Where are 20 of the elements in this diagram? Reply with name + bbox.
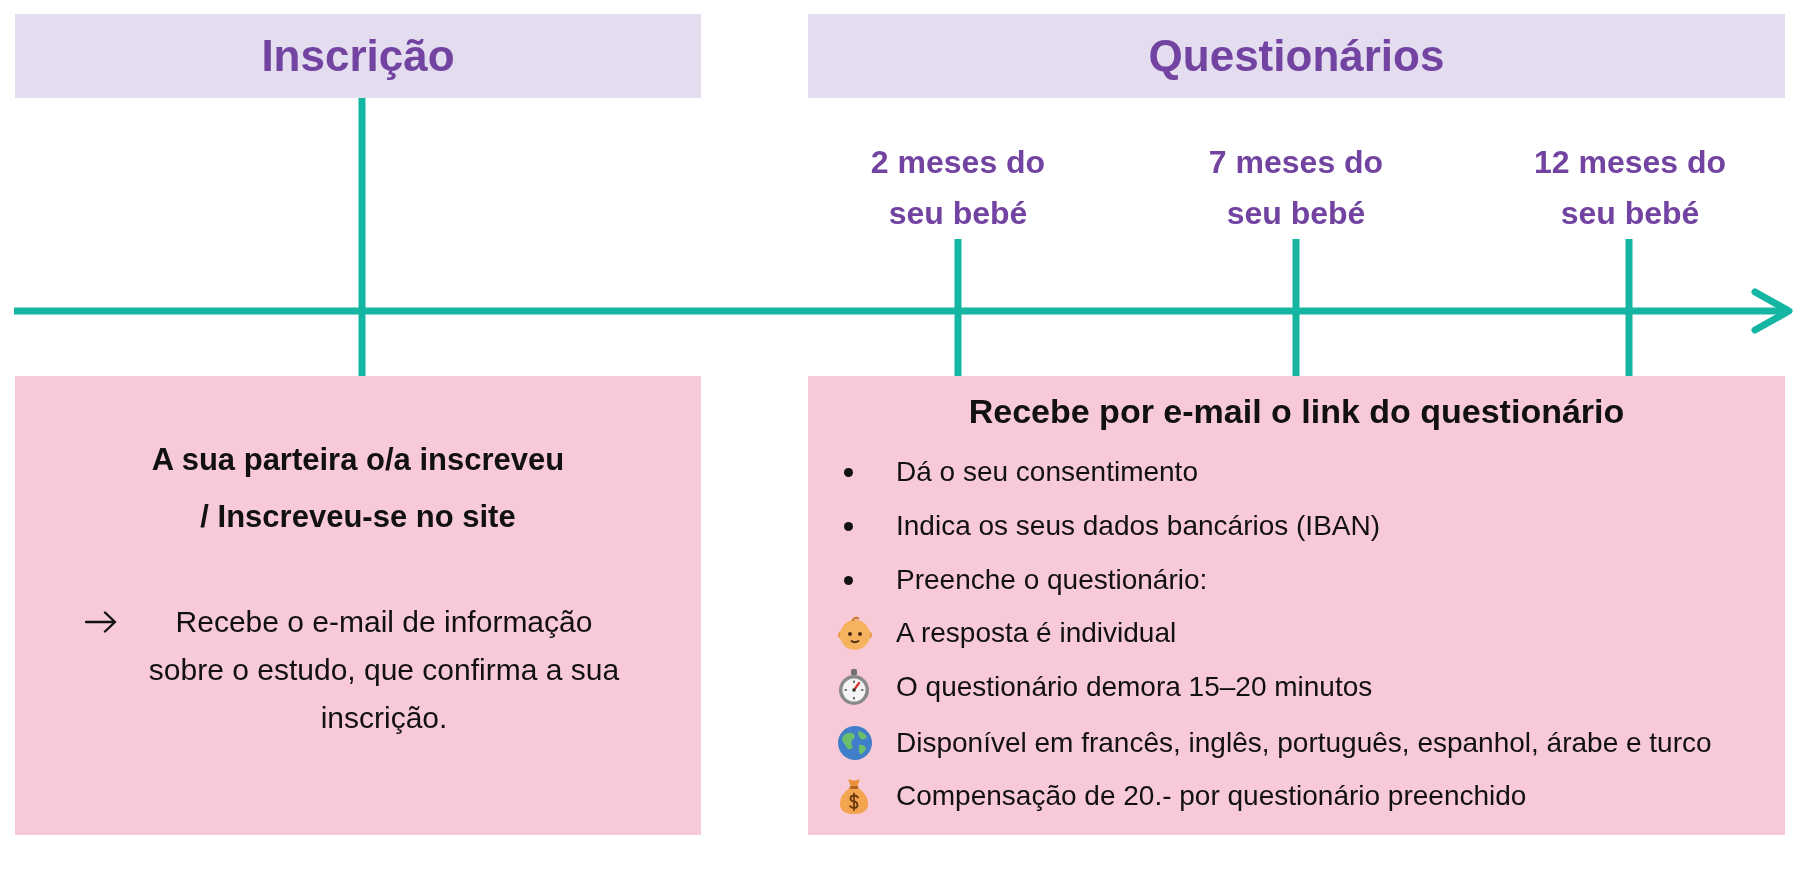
list-item: Preenche o questionário: (896, 563, 1208, 597)
header-band (808, 14, 1785, 98)
info-card (808, 376, 1785, 835)
card-heading: Recebe por e-mail o link do questionário (967, 391, 1626, 431)
list-item: Compensação de 20.- por questionário preenchido (896, 779, 1527, 813)
time-label: 7 meses do seu bebé (1186, 137, 1406, 239)
list-item: Indica os seus dados bancários (IBAN) (896, 509, 1381, 543)
list-item: Disponível em francês, inglês, português, espanhol, árabe e turco (896, 726, 1712, 760)
list-item: A resposta é individual (896, 616, 1177, 650)
card-heading: A sua parteira o/a inscreveu / Inscreveu-se no site (150, 441, 566, 536)
header-band (15, 14, 701, 98)
list-item: O questionário demora 15–20 minutos (896, 670, 1373, 704)
time-label: 2 meses do seu bebé (848, 137, 1068, 239)
info-card (15, 376, 701, 835)
header-title: Questionários (1148, 30, 1445, 82)
time-label: 12 meses do seu bebé (1520, 137, 1740, 239)
list-item: Dá o seu consentimento (896, 455, 1198, 489)
card-text: Recebe o e-mail de informação sobre o estudo, que confirma a sua inscrição. (147, 604, 621, 736)
connector-line (358, 98, 366, 376)
header-title: Inscrição (261, 30, 455, 82)
